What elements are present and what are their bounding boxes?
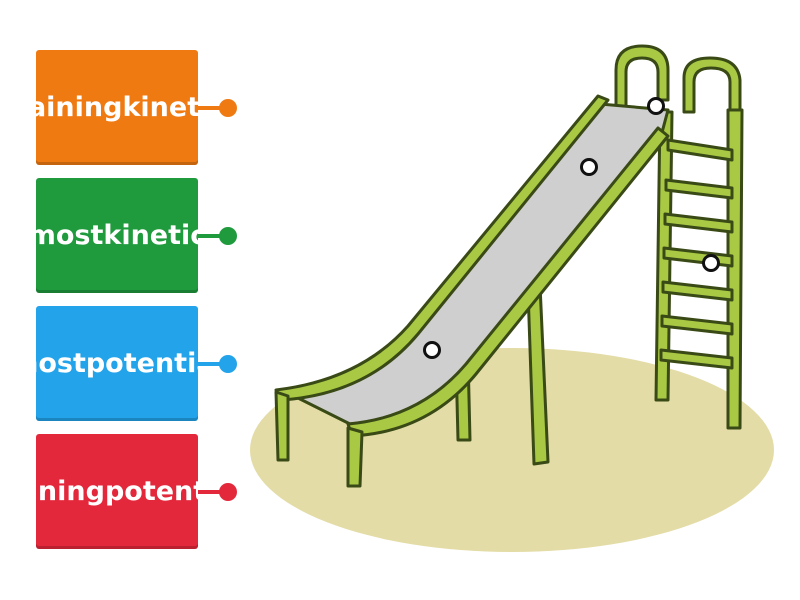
drop-target-slide-top[interactable] bbox=[647, 97, 665, 115]
drop-target-ladder[interactable] bbox=[702, 254, 720, 272]
ladder-rung bbox=[664, 178, 734, 200]
ladder-rung bbox=[666, 138, 734, 162]
drop-target-slide-lower[interactable] bbox=[423, 341, 441, 359]
label-gaining-kinetic-line1: gaining bbox=[8, 91, 123, 123]
label-most-kinetic-line2: kinetic bbox=[103, 219, 207, 251]
ladder-rung bbox=[663, 212, 734, 234]
label-most-potential-line1: most bbox=[10, 347, 86, 379]
ladder-rung bbox=[661, 280, 734, 302]
label-most-kinetic-pin[interactable] bbox=[219, 227, 237, 245]
slide-front-leg-left bbox=[274, 390, 290, 462]
label-gaining-kinetic-pin[interactable] bbox=[219, 99, 237, 117]
label-gaining-potential-connector bbox=[198, 490, 226, 494]
label-most-kinetic-connector bbox=[198, 234, 226, 238]
slide-front-leg-right bbox=[346, 426, 364, 488]
label-gaining-potential[interactable]: gaining potential bbox=[0, 434, 243, 549]
drop-target-slide-upper[interactable] bbox=[580, 158, 598, 176]
label-gaining-potential-pin[interactable] bbox=[219, 483, 237, 501]
ladder-handle-right bbox=[682, 56, 742, 114]
label-most-kinetic[interactable]: most kinetic bbox=[28, 178, 206, 293]
label-most-potential-pin[interactable] bbox=[219, 355, 237, 373]
label-gaining-potential-line1: gaining bbox=[0, 475, 105, 507]
ladder-rung bbox=[659, 348, 734, 370]
label-gaining-kinetic[interactable]: gaining kinetic bbox=[9, 50, 225, 165]
slide-rail-back bbox=[274, 94, 610, 402]
label-gaining-kinetic-connector bbox=[198, 106, 226, 110]
label-most-kinetic-line1: most bbox=[27, 219, 104, 251]
label-most-potential-connector bbox=[198, 362, 226, 366]
ladder-rung bbox=[662, 246, 734, 268]
ladder-rung bbox=[660, 314, 734, 336]
slide-rail-front bbox=[346, 126, 670, 438]
